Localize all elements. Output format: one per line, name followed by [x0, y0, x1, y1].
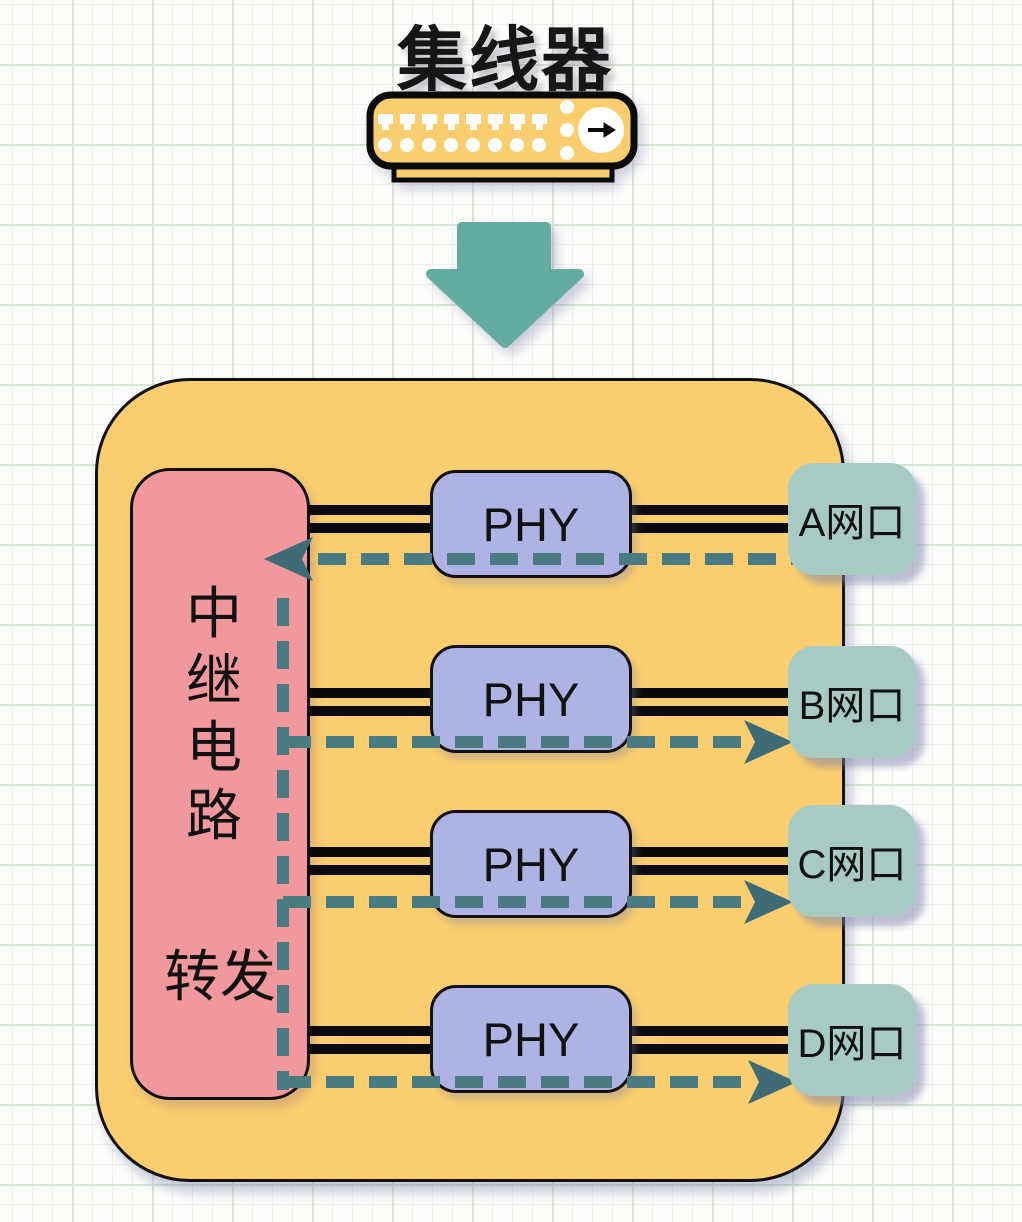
flow-dash-b [283, 736, 745, 748]
flow-arrowhead-right-icon [744, 880, 793, 924]
hub-status-dots [560, 100, 574, 160]
port-d: D网口 [788, 984, 916, 1096]
flow-dash-c [283, 896, 745, 908]
hub-port-row [378, 114, 547, 130]
phy-chip-d: PHY [430, 985, 632, 1093]
hub-device-icon [366, 91, 638, 183]
flow-dash-a [318, 553, 805, 565]
flow-dash-d [283, 1076, 751, 1088]
phy-chip-b: PHY [430, 645, 632, 753]
port-c: C网口 [788, 805, 916, 917]
relay-forward-label: 转发 [164, 945, 276, 1008]
flow-arrowhead-left-icon [264, 537, 313, 581]
cable-c-left [308, 847, 433, 875]
port-b: B网口 [788, 646, 916, 758]
down-arrow-icon [426, 222, 584, 348]
cable-b-left [308, 688, 433, 716]
flow-dash-trunk [277, 598, 289, 1090]
hub-led-row [378, 138, 546, 152]
right-arrow-icon [588, 122, 616, 138]
port-a: A网口 [788, 463, 916, 575]
cable-c-right [629, 847, 802, 875]
cable-b-right [629, 688, 802, 716]
cable-a-right [629, 505, 802, 533]
cable-d-right [629, 1026, 802, 1054]
page-title: 集线器 [397, 21, 613, 99]
cable-a-left [308, 505, 433, 533]
flow-arrowhead-right-icon [748, 1060, 797, 1104]
relay-circuit-label: 中继电路 [186, 582, 242, 847]
flow-arrowhead-right-icon [744, 720, 793, 764]
cable-d-left [308, 1026, 433, 1054]
